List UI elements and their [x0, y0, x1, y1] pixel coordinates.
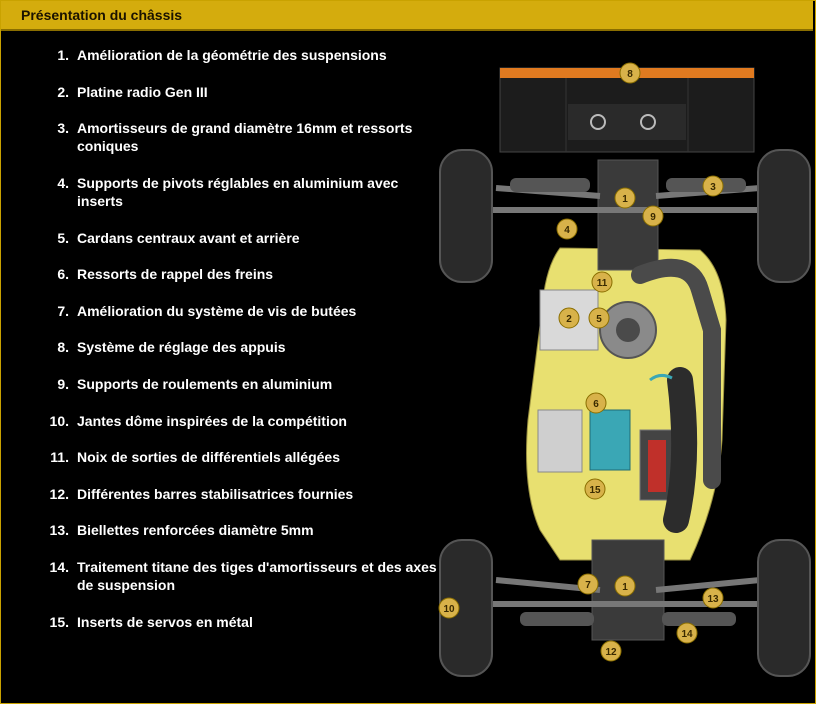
callout-badge: 1 [614, 187, 636, 209]
engine-block [589, 409, 631, 471]
svg-text:7: 7 [585, 580, 591, 591]
svg-text:2: 2 [566, 314, 572, 325]
feature-number: 6. [57, 266, 69, 282]
feature-number: 12. [49, 486, 69, 502]
svg-text:8: 8 [627, 69, 633, 80]
svg-text:5: 5 [596, 314, 602, 325]
feature-number: 1. [57, 47, 69, 63]
feature-list: 1. Amélioration de la géométrie des suspe… [42, 46, 442, 631]
feature-number: 2. [57, 84, 69, 100]
wheel-rear-right [757, 149, 811, 283]
feature-item: 12. Différentes barres stabilisatrices fo… [42, 485, 442, 503]
callout-badge: 11 [591, 271, 613, 293]
feature-item: 8. Système de réglage des appuis [42, 338, 442, 356]
svg-text:4: 4 [564, 225, 570, 236]
feature-text: Supports de roulements en aluminium [77, 376, 333, 392]
svg-text:9: 9 [650, 212, 656, 223]
feature-number: 10. [49, 413, 69, 429]
callout-badge: 7 [577, 573, 599, 595]
callout-badge: 6 [585, 392, 607, 414]
shock-absorber [520, 612, 594, 626]
section-title: Présentation du châssis [21, 7, 183, 23]
section-header: Présentation du châssis [1, 1, 813, 31]
feature-number: 4. [57, 175, 69, 191]
feature-number: 3. [57, 120, 69, 136]
feature-item: 5. Cardans centraux avant et arrière [42, 229, 442, 247]
callout-badge: 8 [619, 62, 641, 84]
shock-absorber [662, 612, 736, 626]
feature-number: 5. [57, 230, 69, 246]
feature-item: 7. Amélioration du système de vis de buté… [42, 302, 442, 320]
feature-number: 8. [57, 339, 69, 355]
feature-text: Cardans centraux avant et arrière [77, 230, 300, 246]
feature-number: 11. [50, 449, 69, 465]
wheel-rear-left [439, 149, 493, 283]
svg-text:15: 15 [589, 485, 601, 496]
feature-item: 9. Supports de roulements en aluminium [42, 375, 442, 393]
svg-text:12: 12 [605, 647, 617, 658]
callout-badge: 12 [600, 640, 622, 662]
feature-item: 3. Amortisseurs de grand diamètre 16mm et… [42, 119, 442, 155]
chassis-illustration: 8 1 3 9 4 11 2 5 6 15 7 1 10 13 14 12 [438, 62, 811, 677]
callout-badge: 3 [702, 175, 724, 197]
feature-item: 10. Jantes dôme inspirées de la compétiti… [42, 412, 442, 430]
feature-text: Amélioration de la géométrie des suspens… [77, 47, 387, 63]
callout-badge: 15 [584, 478, 606, 500]
feature-number: 13. [49, 522, 69, 538]
feature-text: Amortisseurs de grand diamètre 16mm et r… [77, 120, 413, 154]
feature-text: Système de réglage des appuis [77, 339, 286, 355]
callout-badge: 1 [614, 575, 636, 597]
callout-badge: 13 [702, 587, 724, 609]
feature-item: 4. Supports de pivots réglables en alumin… [42, 174, 442, 210]
feature-item: 15. Inserts de servos en métal [42, 613, 442, 631]
feature-item: 6. Ressorts de rappel des freins [42, 265, 442, 283]
callout-badge: 4 [556, 218, 578, 240]
callout-badge: 9 [642, 205, 664, 227]
feature-text: Ressorts de rappel des freins [77, 266, 274, 282]
wheel-front-right [757, 539, 811, 677]
callout-badge: 10 [438, 597, 460, 619]
callout-badge: 14 [676, 622, 698, 644]
feature-text: Jantes dôme inspirées de la compétition [77, 413, 347, 429]
feature-text: Biellettes renforcées diamètre 5mm [77, 522, 314, 538]
svg-text:10: 10 [443, 604, 455, 615]
svg-text:3: 3 [710, 182, 716, 193]
feature-number: 7. [57, 303, 69, 319]
svg-text:1: 1 [622, 194, 628, 205]
svg-text:1: 1 [622, 582, 628, 593]
feature-number: 9. [57, 376, 69, 392]
svg-text:11: 11 [597, 278, 608, 289]
shock-absorber [510, 178, 590, 192]
feature-text: Noix de sorties de différentiels allégée… [77, 449, 340, 465]
svg-text:14: 14 [681, 629, 693, 640]
svg-text:6: 6 [593, 399, 599, 410]
feature-item: 13. Biellettes renforcées diamètre 5mm [42, 521, 442, 539]
feature-item: 11. Noix de sorties de différentiels allé… [42, 448, 442, 466]
exhaust-pipe [631, 258, 721, 489]
callout-badge: 5 [588, 307, 610, 329]
feature-text: Inserts de servos en métal [77, 614, 253, 630]
feature-text: Supports de pivots réglables en aluminiu… [77, 175, 399, 209]
feature-text: Différentes barres stabilisatrices fourn… [77, 486, 354, 502]
feature-item: 14. Traitement titane des tiges d'amortis… [42, 558, 442, 594]
feature-number: 15. [49, 614, 69, 630]
feature-text: Platine radio Gen III [77, 84, 208, 100]
feature-text: Amélioration du système de vis de butées [77, 303, 357, 319]
feature-number: 14. [49, 559, 69, 575]
servo-box [537, 409, 583, 473]
feature-text: Traitement titane des tiges d'amortisseu… [77, 559, 437, 593]
svg-text:13: 13 [707, 594, 719, 605]
callout-badge: 2 [558, 307, 580, 329]
feature-item: 1. Amélioration de la géométrie des suspe… [42, 46, 442, 64]
feature-item: 2. Platine radio Gen III [42, 83, 442, 101]
